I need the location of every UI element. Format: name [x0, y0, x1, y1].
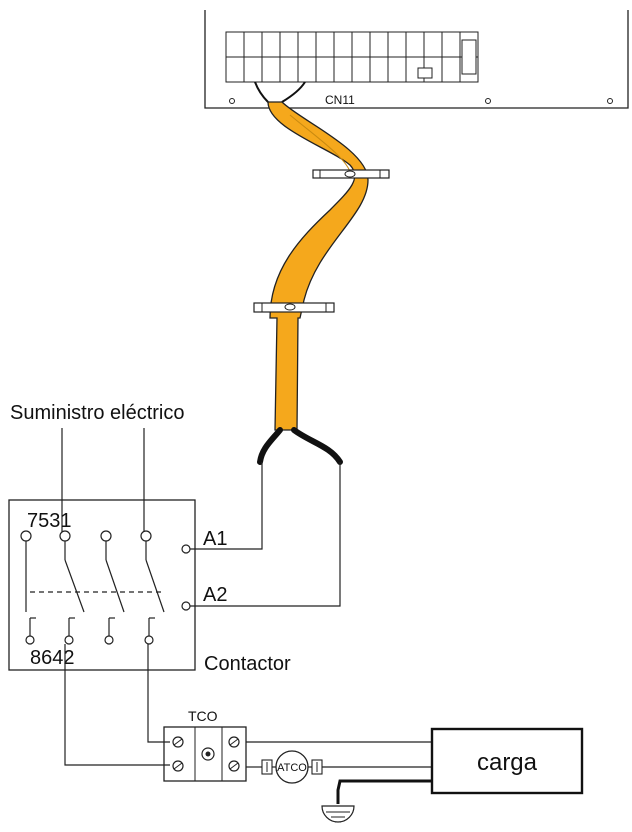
wire-lead-right — [281, 81, 306, 103]
terminal-cell — [387, 31, 407, 58]
contacts-bottom-label: 8642 — [30, 647, 75, 669]
terminal-cell — [243, 31, 263, 58]
contact-top-terminal — [100, 530, 112, 542]
terminal-cell — [297, 31, 317, 58]
terminal-cell — [333, 31, 353, 58]
a2-label: A2 — [203, 584, 227, 606]
cable-clamp-upper — [312, 169, 390, 179]
ground-wire — [336, 779, 432, 804]
atco-left-clip — [261, 759, 273, 775]
terminal-cell — [333, 56, 353, 83]
contact-bottom-terminal — [104, 635, 114, 645]
contacts-top-label: 7531 — [27, 510, 72, 532]
tco-screw-slot — [229, 738, 239, 746]
tco-label: TCO — [188, 708, 218, 724]
contact-bottom-terminal — [64, 635, 74, 645]
contact-top-terminal — [140, 530, 152, 542]
cable-end-right — [291, 427, 343, 465]
cn11-terminal-block — [225, 31, 479, 83]
atco-right-clip — [311, 759, 323, 775]
terminal-cell — [279, 56, 299, 83]
contact-blade — [64, 559, 85, 613]
cn11-label: CN11 — [325, 93, 355, 107]
power-supply-label: Suministro eléctrico — [10, 402, 185, 424]
contactor-label: Contactor — [204, 653, 291, 675]
contactor-box — [8, 499, 196, 671]
contact-bottom-terminal — [25, 635, 35, 645]
terminal-cell — [369, 31, 389, 58]
terminal-cell — [387, 56, 407, 83]
terminal-block-latch — [461, 39, 477, 75]
terminal-cell — [225, 31, 245, 58]
terminal-cell — [261, 56, 281, 83]
terminal-cell — [315, 31, 335, 58]
tco-screw-slot — [173, 762, 183, 770]
contact-blade — [145, 559, 165, 613]
contact-bottom-terminal — [144, 635, 154, 645]
contact-top-terminal — [59, 530, 71, 542]
tco-terminals — [172, 736, 240, 772]
contact-blade — [105, 559, 125, 613]
wire-output-2 — [147, 644, 170, 743]
wire-a2 — [190, 462, 341, 607]
terminal-cell — [297, 56, 317, 83]
tco-reset-dot — [205, 751, 211, 757]
terminal-cell — [351, 56, 371, 83]
tco-screw-slot — [173, 738, 183, 746]
terminal-cell — [225, 56, 245, 83]
contact-top-terminal — [20, 530, 32, 542]
a1-label: A1 — [203, 528, 227, 550]
terminal-a1 — [181, 544, 191, 554]
cable-clamp-lower — [253, 302, 335, 313]
load-box — [430, 727, 584, 795]
wire-lead-left — [254, 81, 269, 103]
terminal-cell — [351, 31, 371, 58]
control-board — [204, 10, 629, 109]
terminal-cell — [315, 56, 335, 83]
load-label: carga — [477, 749, 538, 776]
wire-a1 — [190, 462, 263, 550]
terminal-cell — [405, 31, 425, 58]
terminal-block-tab — [417, 67, 433, 79]
terminal-cell — [369, 56, 389, 83]
atco-label: ATCO — [277, 762, 307, 774]
terminal-a2 — [181, 601, 191, 611]
tco-screw-slot — [229, 762, 239, 770]
orange-cable — [267, 101, 369, 431]
contactor-contacts — [20, 530, 165, 645]
terminal-cell — [441, 56, 461, 83]
ground-icon — [321, 805, 355, 823]
terminal-cell — [261, 31, 281, 58]
terminal-cell — [279, 31, 299, 58]
terminal-cell — [441, 31, 461, 58]
terminal-cell — [423, 31, 443, 58]
wire-output-1 — [64, 644, 170, 766]
cable-end-left — [257, 427, 283, 465]
tco-box — [163, 726, 247, 782]
terminal-cell — [243, 56, 263, 83]
